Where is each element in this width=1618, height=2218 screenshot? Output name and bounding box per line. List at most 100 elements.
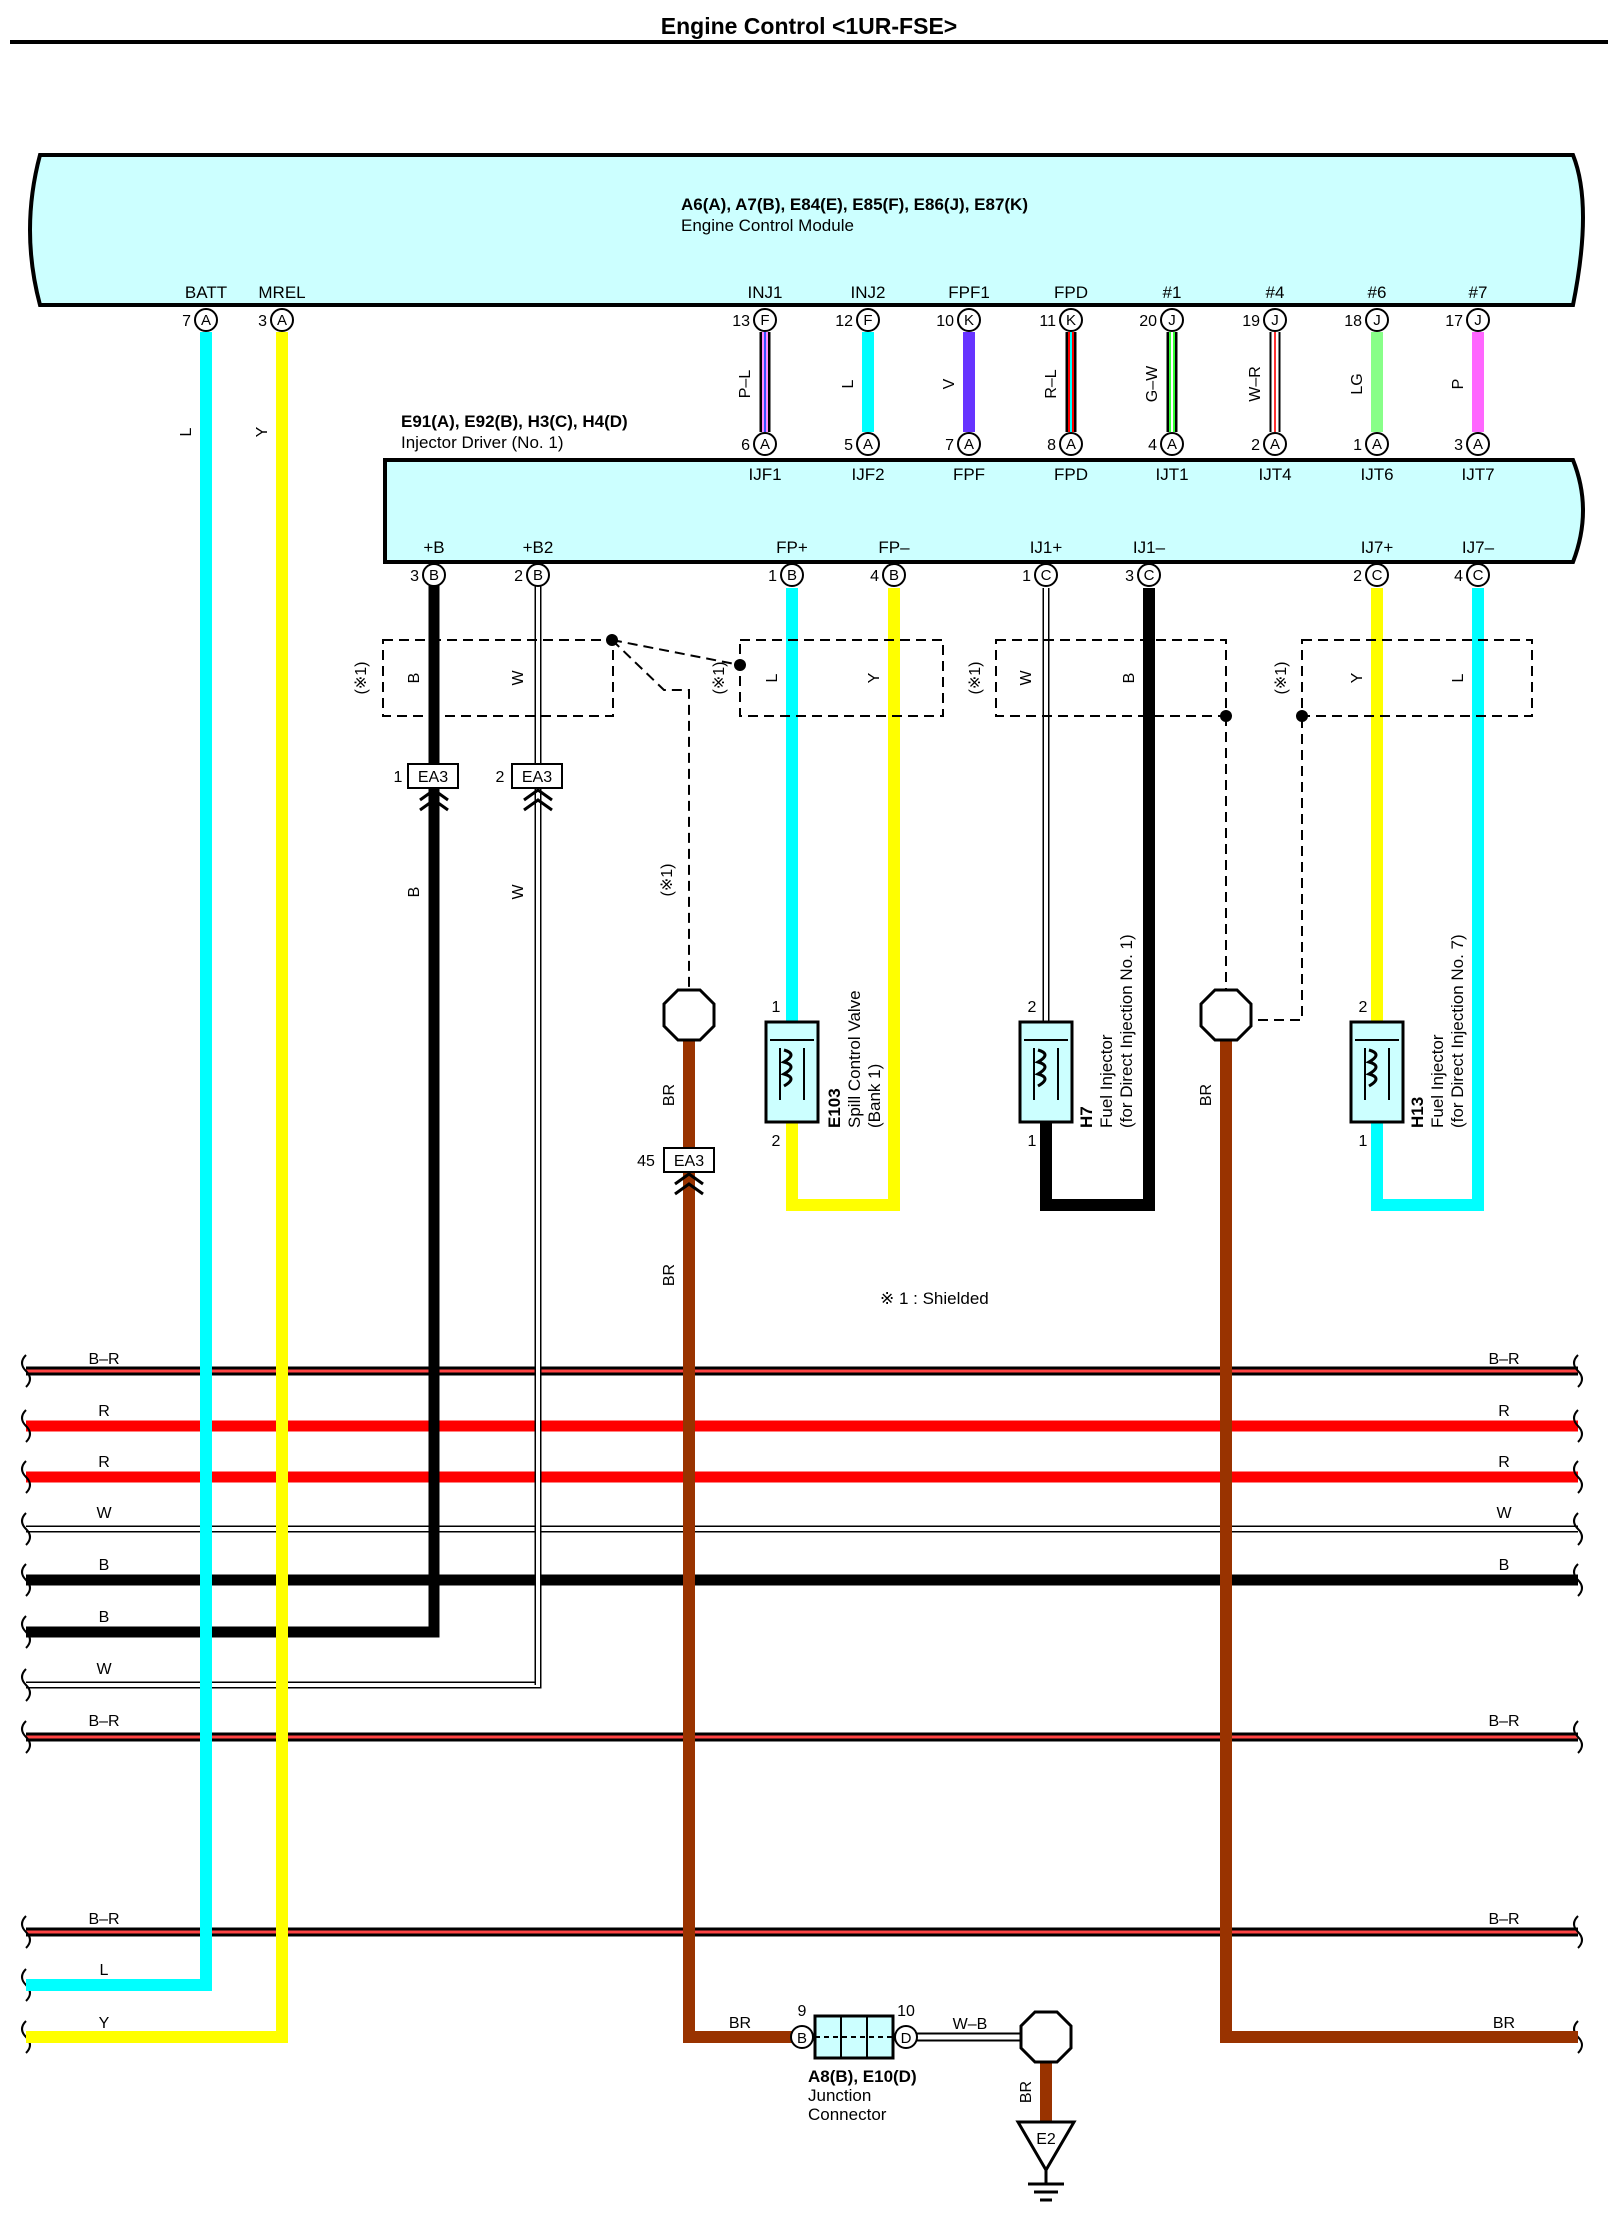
shield-box-3 — [995, 639, 1227, 717]
driver-top-pin-label: IJT1 — [1155, 465, 1188, 484]
shield-box-2 — [739, 639, 944, 717]
ecm-pin-label: INJ2 — [851, 283, 886, 302]
ecm-pin-num: 11 — [1039, 313, 1056, 330]
svg-text:E2: E2 — [1036, 2131, 1056, 2148]
tear-marks-left — [21, 1354, 31, 2054]
svg-text:H7: H7 — [1077, 1106, 1096, 1128]
shield-drain-left — [611, 639, 690, 990]
svg-text:EA3: EA3 — [674, 1153, 704, 1170]
label-shield-right: BR — [1198, 1084, 1215, 1106]
shield-node-1 — [606, 634, 618, 646]
driver-top-pin-label: IJT7 — [1461, 465, 1494, 484]
svg-text:(for Direct Injection No. 1): (for Direct Injection No. 1) — [1117, 934, 1136, 1128]
harness-labels: B–R B–R R R R R W W B B B W B–R B–R B–R … — [88, 1351, 1519, 2032]
h-label-br3-r: B–R — [1488, 1911, 1519, 1928]
wire-ij7-minus — [1371, 588, 1484, 1211]
svg-text:1: 1 — [394, 769, 403, 786]
h-label-r1-l: R — [98, 1403, 110, 1420]
driver-bottom-pin-num: 2 — [1353, 568, 1362, 585]
driver-top-pin-letter: A — [1372, 436, 1382, 453]
h-label-w1-r: W — [1496, 1505, 1512, 1522]
driver-top-pin-label: IJF1 — [748, 465, 781, 484]
svg-text:10: 10 — [897, 2003, 915, 2020]
driver-top-pin-num: 1 — [1353, 437, 1362, 454]
shield-link-left — [611, 639, 741, 666]
shield-note: ※ 1 : Shielded — [880, 1289, 989, 1308]
ecm-pin-label: INJ1 — [748, 283, 783, 302]
driver-output-wires — [428, 588, 1484, 1685]
h-label-w2-l: W — [96, 1661, 112, 1678]
label-ecm5: W–R — [1247, 366, 1264, 402]
label-shield-left-2: BR — [661, 1264, 678, 1286]
driver-top-pin-num: 5 — [844, 437, 853, 454]
ecm-pin-letter: J — [1474, 312, 1482, 329]
driver-bottom-pin-label: IJ7+ — [1361, 538, 1394, 557]
svg-text:1: 1 — [1028, 1133, 1037, 1150]
label-ij7-minus: L — [1450, 673, 1467, 682]
shield-mark-3: (※1) — [967, 662, 984, 695]
ecm-pin-letter: F — [760, 312, 769, 329]
label-ij7-plus: Y — [1349, 672, 1366, 683]
driver-top-pin-num: 8 — [1047, 437, 1056, 454]
driver-bottom-pin-label: +B2 — [523, 538, 554, 557]
shield-mark-1: (※1) — [353, 662, 370, 695]
shield-node-4 — [1296, 710, 1308, 722]
svg-text:Connector: Connector — [808, 2105, 887, 2124]
driver-bottom-pin-0: B3+B — [410, 538, 446, 587]
ecm-pin-letter: J — [1373, 312, 1381, 329]
driver-bottom-pin-num: 1 — [1022, 568, 1031, 585]
driver-top-pin-letter: A — [760, 436, 770, 453]
shield-box-1 — [382, 639, 614, 717]
ground-point — [1019, 2010, 1073, 2064]
connector-ea3-2: EA3 2 — [496, 763, 563, 812]
label-ij1-plus: W — [1018, 670, 1035, 686]
svg-text:Spill Control Valve: Spill Control Valve — [845, 990, 864, 1128]
driver-top-pin-label: FPF — [953, 465, 985, 484]
driver-bottom-pin-label: IJ7– — [1462, 538, 1495, 557]
driver-bottom-pin-letter: C — [1372, 567, 1383, 584]
driver-bottom-pin-letter: B — [889, 567, 899, 584]
ecm-pin-7: J19#4 — [1242, 283, 1287, 332]
connector-ea3-45: EA3 45 — [637, 1147, 715, 1196]
driver-bottom-pin-letter: C — [1144, 567, 1155, 584]
svg-text:2: 2 — [496, 769, 505, 786]
h-label-br1-l: B–R — [88, 1351, 119, 1368]
ecm-pin-8: J18#6 — [1344, 283, 1389, 332]
h-label-b1-l: B — [99, 1557, 110, 1574]
driver-top-pin-letter: A — [1066, 436, 1076, 453]
label-plus-b2: W — [510, 884, 527, 900]
h-label-br-mid: BR — [729, 2015, 751, 2032]
h-label-l: L — [100, 1962, 109, 1979]
svg-text:D: D — [901, 2030, 912, 2047]
ecm-pin-num: 10 — [936, 313, 954, 330]
driver-top-pin-label: IJT4 — [1258, 465, 1291, 484]
driver-top-pin-num: 7 — [945, 437, 954, 454]
svg-text:Junction: Junction — [808, 2086, 871, 2105]
driver-connectors: E91(A), E92(B), H3(C), H4(D) — [401, 412, 628, 431]
wire-mrel — [26, 332, 288, 2043]
h-label-r1-r: R — [1498, 1403, 1510, 1420]
svg-text:2: 2 — [1028, 999, 1037, 1016]
svg-text:1: 1 — [772, 999, 781, 1016]
driver-top-pin-label: FPD — [1054, 465, 1088, 484]
label-ecm2: V — [941, 378, 958, 389]
label-batt: L — [178, 427, 195, 436]
driver-bottom-pin-num: 1 — [768, 568, 777, 585]
driver-top-pin-label: IJF2 — [851, 465, 884, 484]
driver-name: Injector Driver (No. 1) — [401, 433, 563, 452]
label-fp-plus: L — [764, 673, 781, 682]
h-label-b2-l: B — [99, 1609, 110, 1626]
h-label-r2-l: R — [98, 1454, 110, 1471]
ecm-pin-num: 17 — [1445, 313, 1463, 330]
svg-text:Fuel Injector: Fuel Injector — [1428, 1034, 1447, 1128]
ecm-pin-num: 20 — [1139, 313, 1157, 330]
driver-top-pin-letter: A — [1473, 436, 1483, 453]
shield-boxes — [382, 639, 1533, 1021]
